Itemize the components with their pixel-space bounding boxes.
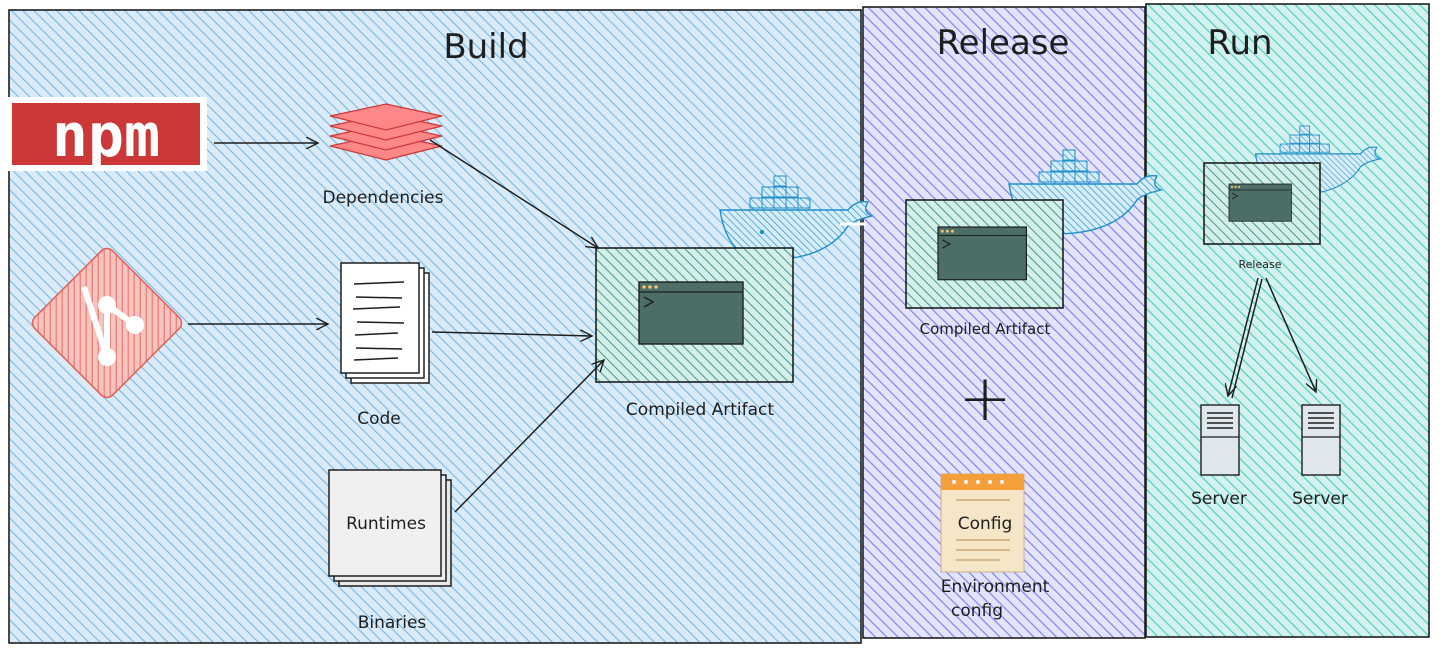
environment-label-line2: config [951, 601, 1003, 621]
run-title: Run [1207, 23, 1272, 63]
code-label: Code [357, 409, 401, 429]
terminal-window-icon [638, 281, 744, 345]
server-label-2: Server [1292, 489, 1348, 509]
run-release-label: Release [1239, 258, 1282, 271]
binaries-label: Binaries [358, 613, 427, 633]
document-icon [340, 262, 430, 384]
server-icon [1301, 404, 1341, 476]
build-artifact-label: Compiled Artifact [626, 400, 774, 420]
environment-label: Environment [941, 577, 1050, 597]
run-arrows [1228, 277, 1316, 399]
release-title: Release [937, 23, 1070, 63]
binaries-icon [328, 469, 452, 587]
release-artifact-label: Compiled Artifact [920, 320, 1051, 338]
dependencies-label: Dependencies [323, 188, 444, 208]
plus-sign: + [958, 362, 1012, 436]
config-scroll-icon [940, 473, 1025, 573]
config-text: Config [958, 514, 1013, 534]
run-section [1145, 3, 1430, 638]
server-icon [1200, 404, 1240, 476]
build-title: Build [443, 27, 528, 67]
terminal-window-icon [937, 226, 1027, 281]
server-label-1: Server [1191, 489, 1247, 509]
runtimes-text: Runtimes [346, 514, 426, 534]
git-icon [31, 247, 183, 399]
layers-icon [329, 103, 443, 161]
terminal-window-icon [1228, 183, 1292, 222]
npm-logo: npm [6, 97, 207, 171]
npm-logo-text: npm [52, 101, 160, 171]
build-arrows [188, 140, 604, 513]
